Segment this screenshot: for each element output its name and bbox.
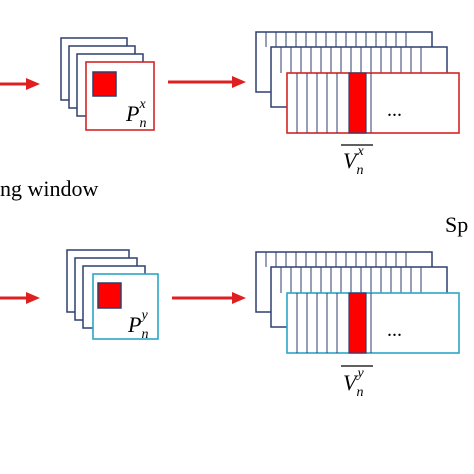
caption-right-cropped: Sp bbox=[445, 212, 469, 237]
patch-highlight-y bbox=[97, 282, 122, 309]
patch-label-x: Pnx bbox=[125, 97, 146, 131]
caption-sliding-window: ng window bbox=[0, 176, 99, 201]
vector-stack-y-ticks bbox=[265, 252, 422, 293]
input-arrow-y bbox=[0, 292, 40, 304]
patch-highlight-x bbox=[92, 71, 117, 97]
vector-label-y: Vny bbox=[343, 366, 364, 400]
vector-panel-y bbox=[286, 292, 460, 354]
patch-label-y: Pny bbox=[127, 308, 148, 342]
vector-panel-x-cells bbox=[296, 73, 372, 133]
vector-ellipsis-x: ... bbox=[387, 99, 402, 121]
vector-highlight-x bbox=[348, 72, 367, 134]
vector-label-x: Vnx bbox=[343, 144, 364, 178]
vector-highlight-y bbox=[348, 292, 367, 354]
vector-panel-y-cells bbox=[296, 293, 372, 353]
arrow-x bbox=[168, 76, 246, 88]
vector-panel-x bbox=[286, 72, 460, 134]
arrow-y bbox=[172, 292, 246, 304]
vector-stack-x-ticks bbox=[265, 32, 422, 73]
row-x: Pnx bbox=[0, 31, 460, 178]
input-arrow-x bbox=[0, 78, 40, 90]
vector-ellipsis-y: ... bbox=[387, 319, 402, 341]
row-y: Pny bbox=[0, 249, 460, 400]
